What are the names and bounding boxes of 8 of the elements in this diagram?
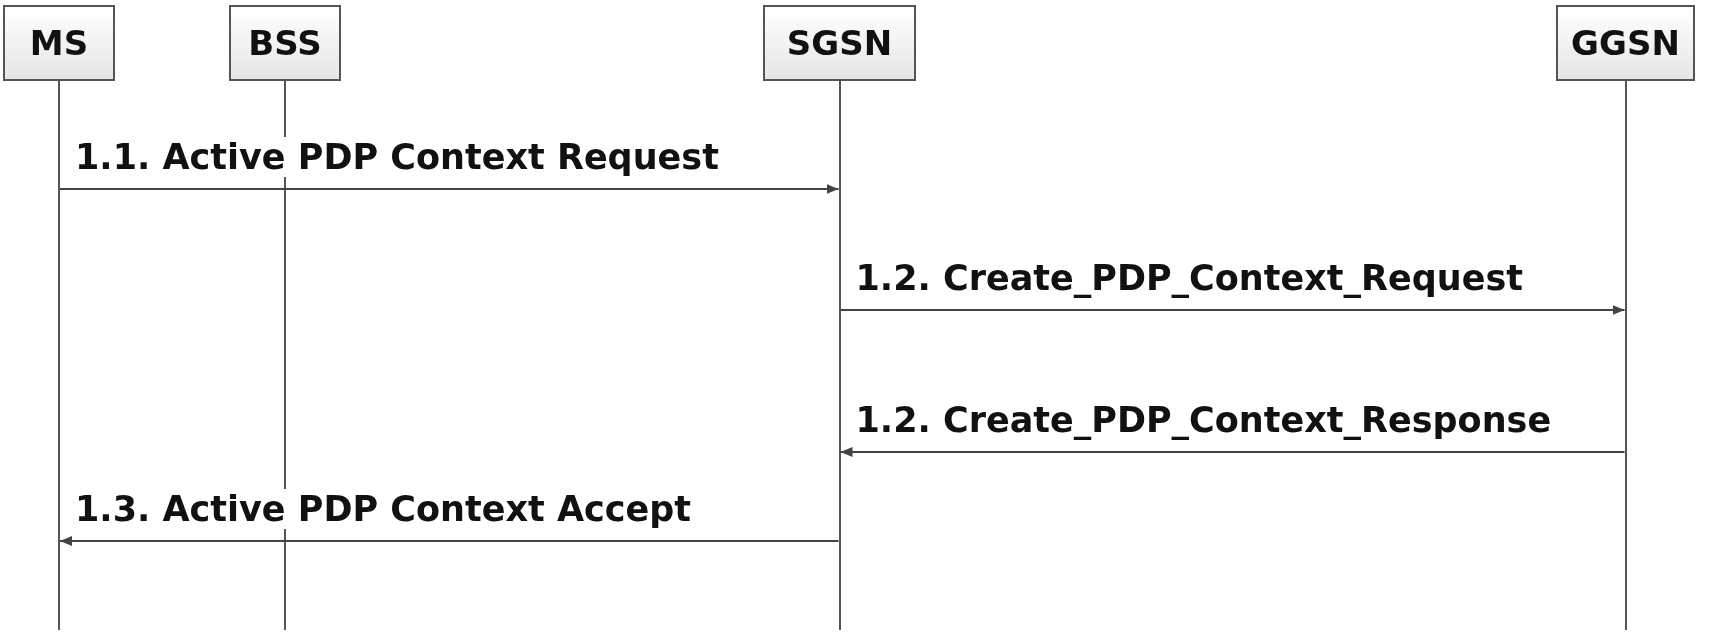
message-arrow <box>839 447 1626 457</box>
message-arrow <box>59 184 840 194</box>
participant-box: SGSN <box>763 5 916 81</box>
participant-box: GGSN <box>1556 5 1695 81</box>
participant-box: BSS <box>229 5 341 81</box>
message-arrow <box>59 536 840 546</box>
message-arrow <box>839 305 1626 315</box>
participant-box: MS <box>3 5 115 81</box>
